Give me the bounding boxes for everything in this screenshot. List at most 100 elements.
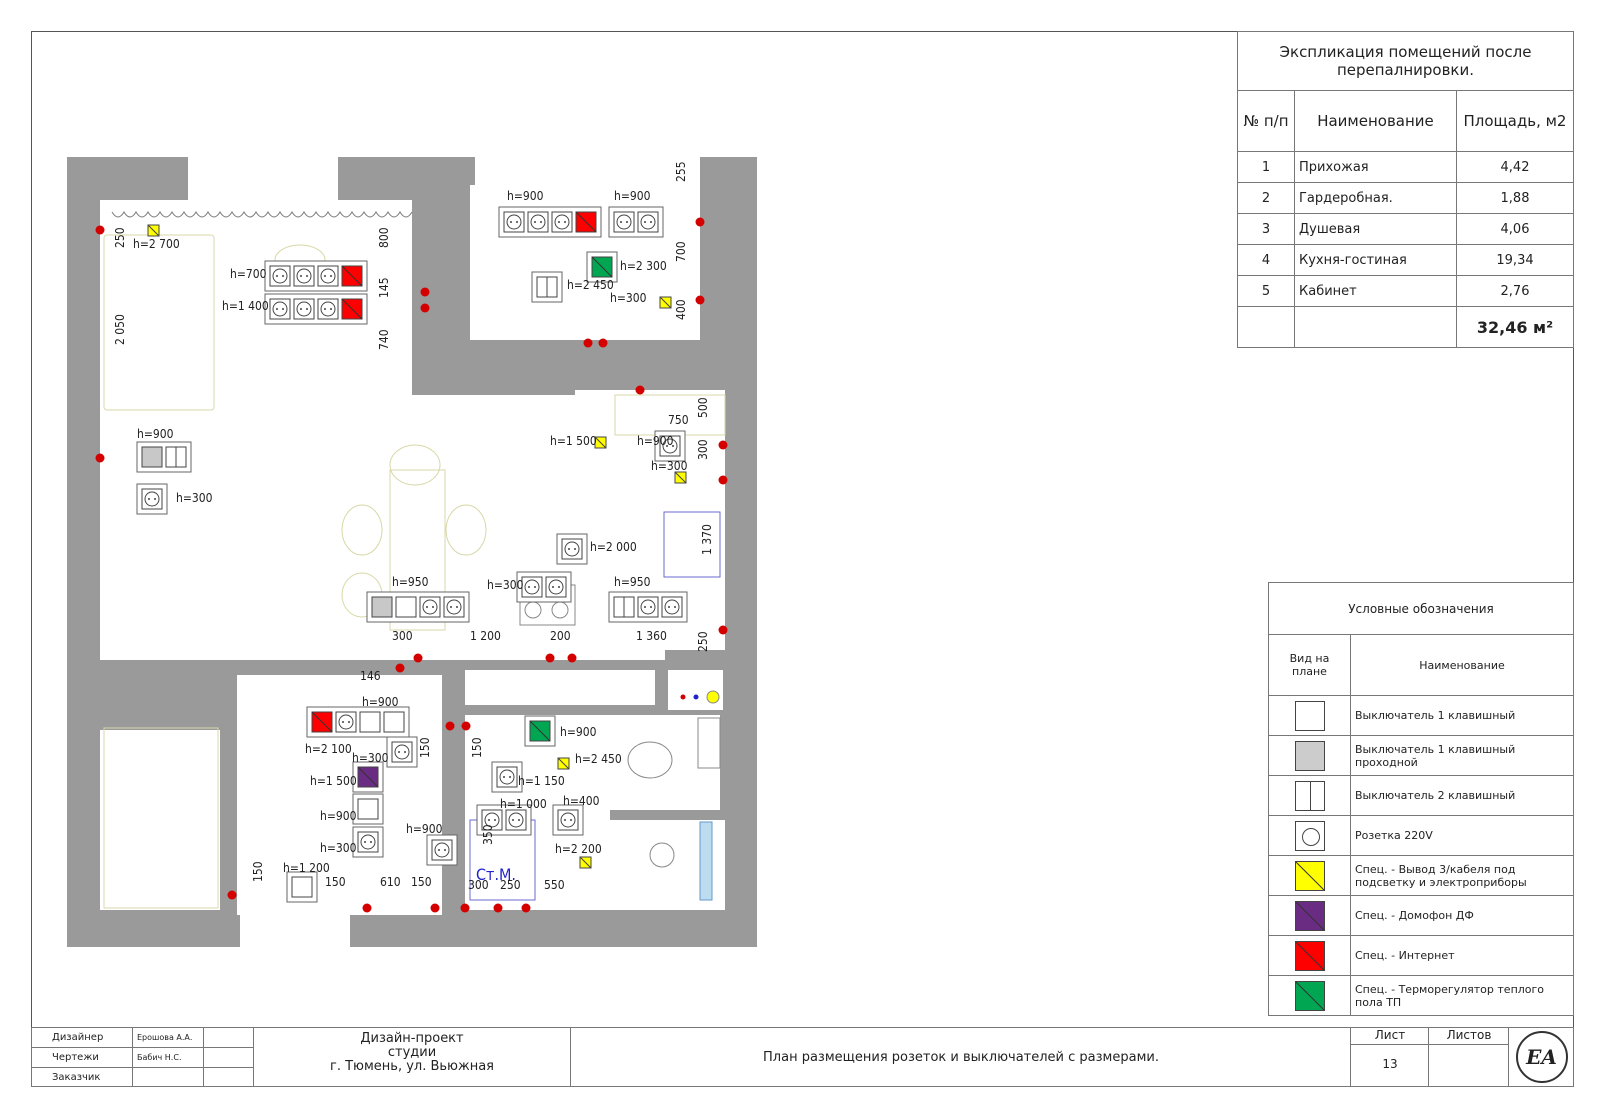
socket-icon — [269, 265, 291, 287]
dimension-label: 500 — [696, 397, 710, 418]
cable-outlet-icon — [594, 436, 607, 449]
role-person: Ерошова А.А. — [133, 1028, 204, 1047]
light-fixture-icon — [706, 690, 720, 704]
switch-1-key-icon — [291, 876, 313, 898]
socket-icon — [419, 596, 441, 618]
legend-row: Спец. - Терморегулятор теплого пола ТП — [1268, 975, 1574, 1016]
height-label: h=900 — [362, 695, 399, 709]
height-label: h=2 450 — [567, 278, 614, 292]
legend-row: Выключатель 2 клавишный — [1268, 775, 1574, 816]
row-area: 4,42 — [1456, 151, 1574, 183]
intercom-icon — [357, 766, 379, 788]
dimension-label: 250 — [500, 878, 521, 892]
role-label: Заказчик — [32, 1068, 133, 1087]
dimension-label: 350 — [481, 824, 495, 845]
thermostat-icon — [591, 256, 613, 278]
height-label: h=2 100 — [305, 742, 352, 756]
cable-outlet-icon — [1294, 860, 1325, 891]
height-label: h=1 000 — [500, 797, 547, 811]
socket-icon — [661, 596, 683, 618]
switch-1-key-icon — [357, 798, 379, 820]
junction-dot — [461, 721, 471, 731]
socket-icon — [443, 596, 465, 618]
legend-row: Спец. - Интернет — [1268, 935, 1574, 976]
height-label: h=300 — [320, 841, 357, 855]
socket-icon — [503, 211, 525, 233]
row-name: Кабинет — [1294, 275, 1457, 307]
sheet-title: План размещения розеток и выключателей с… — [570, 1028, 1351, 1086]
height-label: h=900 — [507, 189, 544, 203]
socket-icon — [505, 809, 527, 831]
socket-icon — [431, 839, 453, 861]
legend-header-view: Вид на плане — [1268, 634, 1351, 696]
dimension-label: 550 — [544, 878, 565, 892]
dimension-label: 150 — [325, 875, 346, 889]
listov-cell: Листов — [1428, 1028, 1509, 1086]
row-area: 4,06 — [1456, 213, 1574, 245]
room-label-stm: Ст.М. — [476, 865, 516, 884]
listov-label: Листов — [1429, 1028, 1509, 1045]
explication-total: 32,46 м² — [1456, 306, 1574, 348]
junction-dot — [695, 295, 705, 305]
socket-icon — [317, 298, 339, 320]
role-label: Дизайнер — [32, 1028, 133, 1047]
socket-icon — [293, 298, 315, 320]
socket-icon — [637, 596, 659, 618]
row-num: 1 — [1237, 151, 1295, 183]
height-label: h=400 — [563, 794, 600, 808]
junction-dot — [635, 385, 645, 395]
legend-row: Спец. - Домофон ДФ — [1268, 895, 1574, 936]
legend-table: Условные обозначения Вид на плане Наимен… — [1268, 582, 1574, 1016]
legend-row: Выключатель 1 клавишный — [1268, 695, 1574, 736]
legend-label: Выключатель 1 клавишный — [1350, 695, 1574, 736]
dimension-label: 740 — [377, 329, 391, 350]
junction-dot — [420, 287, 430, 297]
title-block-project: Дизайн-проект студии г. Тюмень, ул. Вьюж… — [253, 1028, 570, 1086]
junction-dot — [362, 903, 372, 913]
switch-2-key-icon — [1294, 780, 1325, 811]
height-label: h=1 400 — [222, 299, 269, 313]
dimension-label: 300 — [392, 629, 413, 643]
dimension-label: 610 — [380, 875, 401, 889]
junction-dot — [395, 663, 405, 673]
cable-outlet-icon — [659, 296, 672, 309]
internet-icon — [341, 298, 363, 320]
junction-dot — [445, 721, 455, 731]
junction-dot — [227, 890, 237, 900]
height-label: h=300 — [176, 491, 213, 505]
cable-outlet-icon — [674, 471, 687, 484]
row-num: 4 — [1237, 244, 1295, 276]
row-name: Кухня-гостиная — [1294, 244, 1457, 276]
legend-row: Розетка 220V — [1268, 815, 1574, 856]
height-label: h=300 — [352, 751, 389, 765]
junction-dot — [493, 903, 503, 913]
role-person: Бабич Н.С. — [133, 1048, 204, 1067]
legend-label: Выключатель 2 клавишный — [1350, 775, 1574, 816]
intercom-icon — [1294, 900, 1325, 931]
height-label: h=2 450 — [575, 752, 622, 766]
height-label: h=1 500 — [550, 434, 597, 448]
row-area: 2,76 — [1456, 275, 1574, 307]
junction-dot — [95, 225, 105, 235]
row-num: 3 — [1237, 213, 1295, 245]
internet-icon — [341, 265, 363, 287]
height-label: h=900 — [560, 725, 597, 739]
height-label: h=300 — [487, 578, 524, 592]
row-num: 2 — [1237, 182, 1295, 214]
plan-devices — [95, 206, 728, 913]
switch-1-key-icon — [359, 711, 381, 733]
legend-label: Спец. - Вывод 3/кабеля под подсветку и э… — [1350, 855, 1574, 896]
project-line-2: студии — [387, 1045, 437, 1060]
project-line-3: г. Тюмень, ул. Вьюжная — [330, 1059, 494, 1074]
socket-icon — [391, 741, 413, 763]
dimension-label: 150 — [418, 737, 432, 758]
socket-icon — [613, 211, 635, 233]
legend-label: Выключатель 1 клавишный проходной — [1350, 735, 1574, 776]
col-header-num: № п/п — [1237, 90, 1295, 152]
